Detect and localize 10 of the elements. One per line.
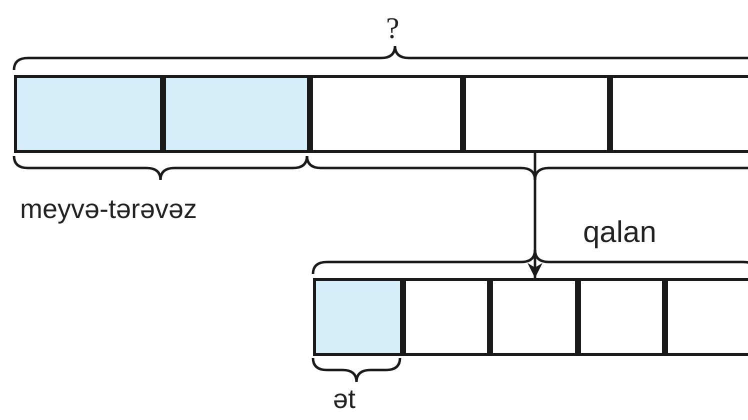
bar-segment (316, 281, 400, 353)
part-label: meyvə-tərəvəz (20, 196, 198, 223)
bar (313, 278, 748, 356)
bar-segment (17, 78, 160, 150)
bar (14, 75, 748, 153)
edge-label: qalan (583, 218, 656, 248)
part-label: ət (333, 386, 356, 413)
question-mark: ? (386, 14, 400, 44)
bar-segment (160, 78, 307, 150)
arrow (528, 153, 542, 278)
